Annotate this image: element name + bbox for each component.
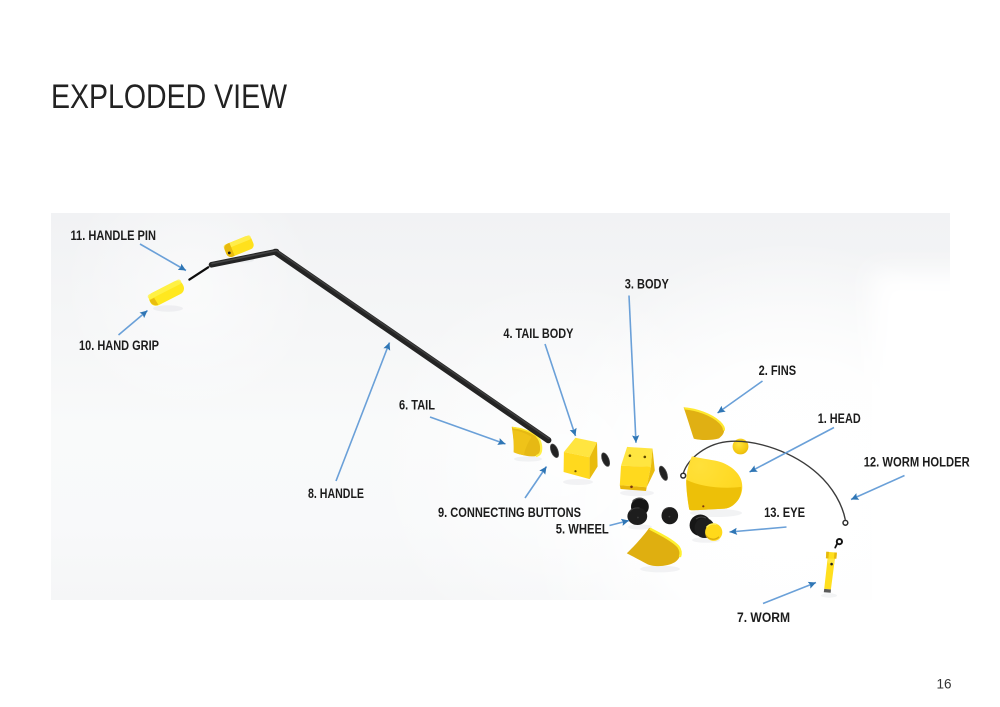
svg-text:13. EYE: 13. EYE: [764, 505, 805, 520]
svg-text:4. TAIL BODY: 4. TAIL BODY: [503, 326, 573, 341]
svg-text:1. HEAD: 1. HEAD: [818, 411, 861, 426]
svg-text:6. TAIL: 6. TAIL: [399, 398, 435, 413]
svg-text:10. HAND GRIP: 10. HAND GRIP: [79, 338, 159, 353]
svg-text:16: 16: [937, 677, 952, 692]
svg-text:9. CONNECTING BUTTONS: 9. CONNECTING BUTTONS: [438, 505, 581, 520]
svg-text:7. WORM: 7. WORM: [737, 610, 790, 625]
svg-text:3. BODY: 3. BODY: [625, 276, 669, 291]
svg-text:5. WHEEL: 5. WHEEL: [556, 522, 609, 537]
svg-text:12. WORM HOLDER: 12. WORM HOLDER: [864, 454, 970, 469]
svg-text:8. HANDLE: 8. HANDLE: [308, 486, 364, 501]
svg-text:11. HANDLE PIN: 11. HANDLE PIN: [71, 228, 157, 243]
svg-text:EXPLODED VIEW: EXPLODED VIEW: [51, 78, 287, 116]
svg-text:2. FINS: 2. FINS: [759, 363, 797, 378]
